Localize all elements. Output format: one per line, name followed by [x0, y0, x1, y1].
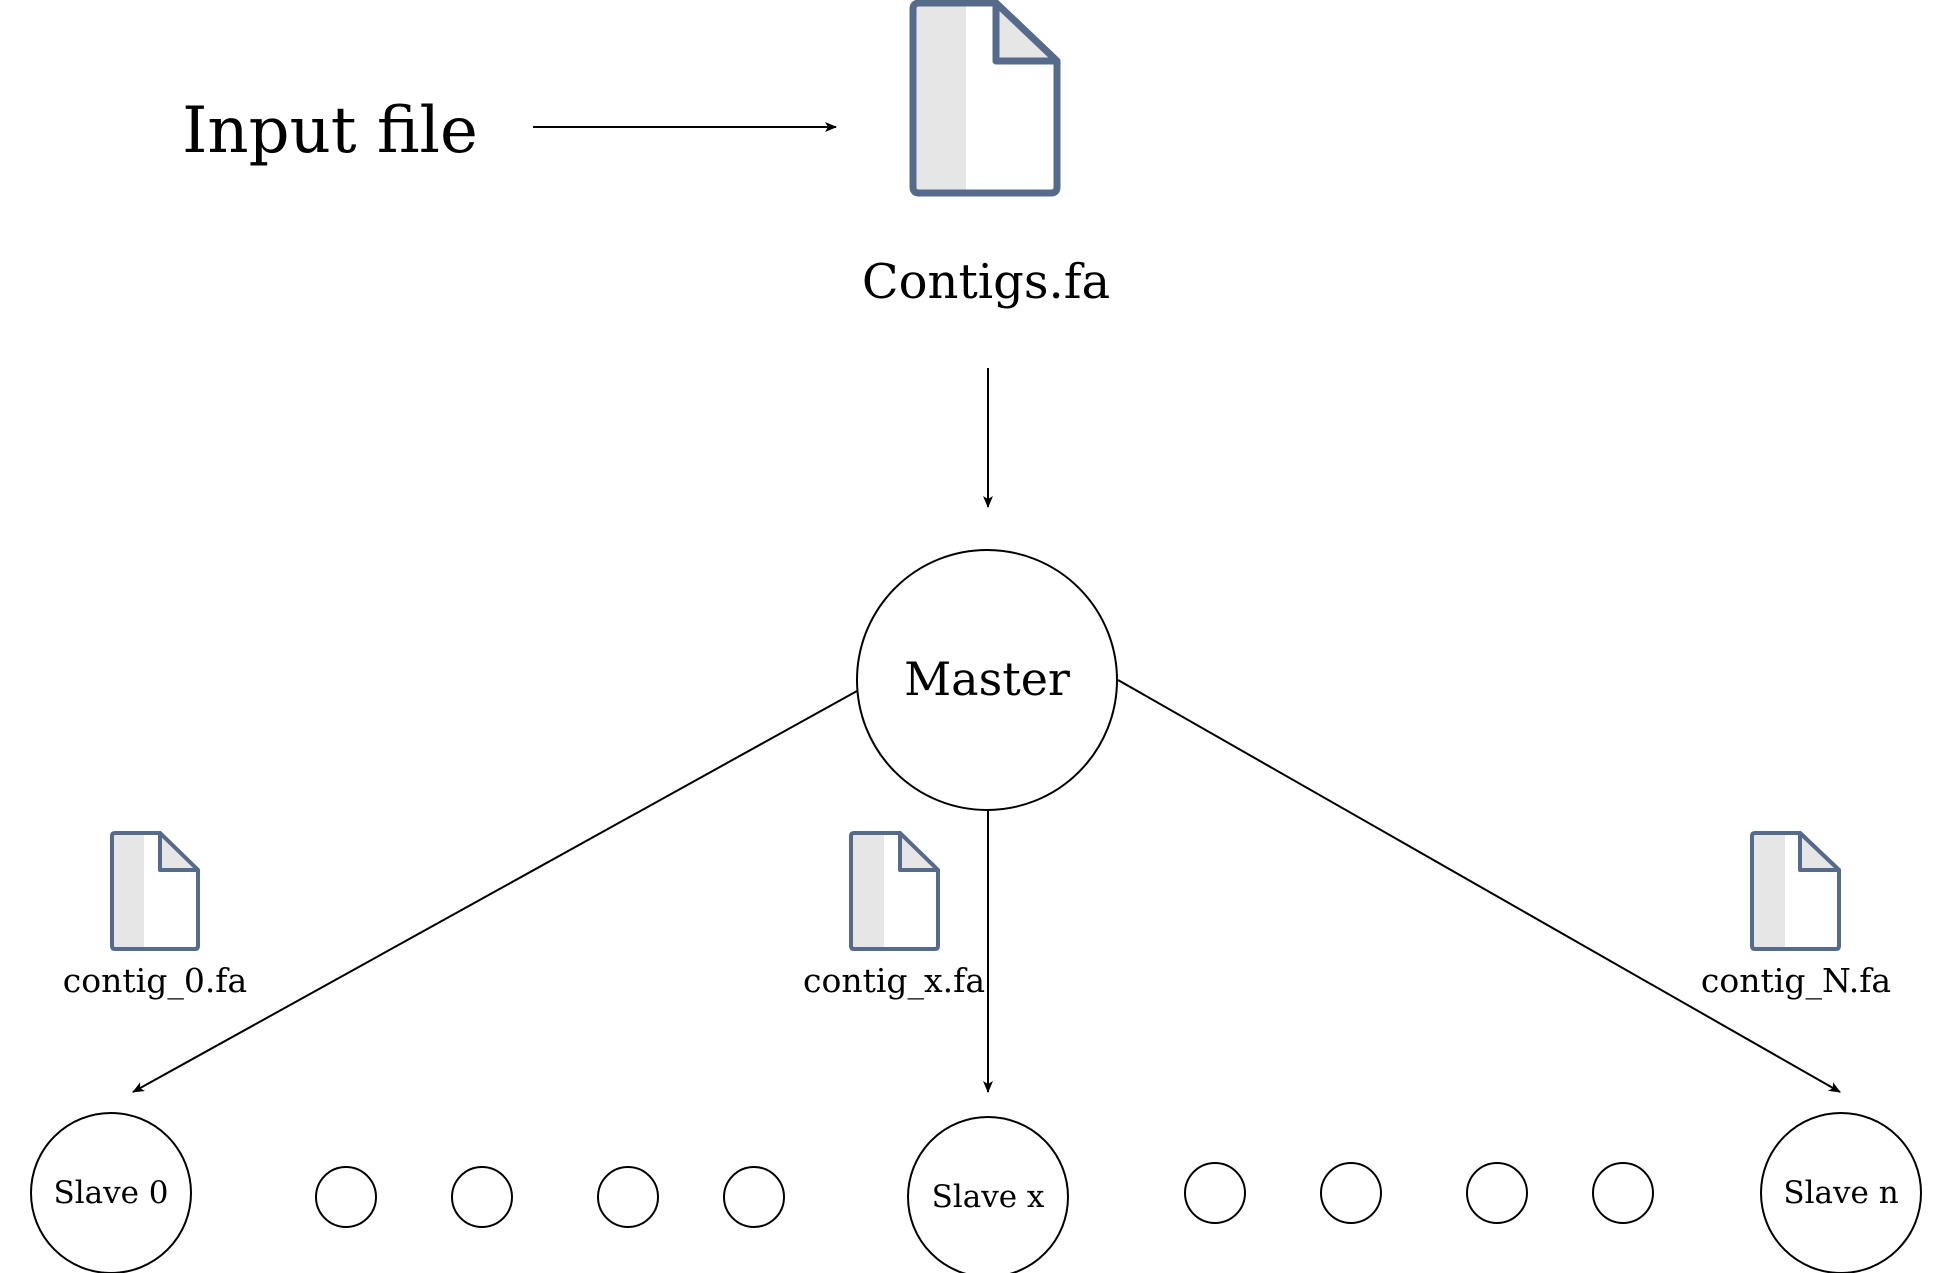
contig-n-file-name: contig_N.fa [1701, 961, 1891, 1001]
input-file-label: Input file [182, 94, 478, 168]
worker-node [723, 1166, 785, 1228]
contig-x-file-name: contig_x.fa [803, 961, 985, 1001]
slave-0-node: Slave 0 [30, 1112, 192, 1273]
contig-0-file-name: contig_0.fa [63, 961, 247, 1001]
worker-node [1320, 1162, 1382, 1224]
worker-node [1184, 1162, 1246, 1224]
master-to-slave-0-arrow [132, 690, 858, 1093]
input-file-icon [909, 0, 1061, 197]
worker-node [1466, 1162, 1528, 1224]
contig-0-file-icon [110, 831, 200, 951]
contig-x-file-icon [849, 831, 940, 951]
master-to-slave-n-arrow [1117, 679, 1841, 1093]
slave-x-label: Slave x [932, 1179, 1045, 1215]
worker-node [315, 1166, 377, 1228]
worker-node [451, 1166, 513, 1228]
master-node: Master [856, 549, 1118, 811]
worker-node [597, 1166, 659, 1228]
input-file-name: Contigs.fa [862, 254, 1110, 310]
slave-x-node: Slave x [907, 1116, 1069, 1273]
master-label: Master [904, 652, 1070, 706]
slave-n-label: Slave n [1783, 1175, 1898, 1211]
worker-node [1592, 1162, 1654, 1224]
slave-0-label: Slave 0 [53, 1175, 168, 1211]
slave-n-node: Slave n [1760, 1112, 1922, 1273]
contig-n-file-icon [1750, 831, 1841, 951]
